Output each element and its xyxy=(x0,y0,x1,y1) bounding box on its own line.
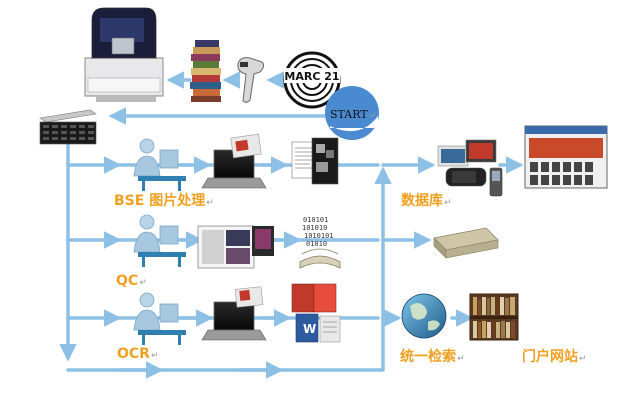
qc-label: QC↵ xyxy=(116,273,147,289)
svg-text:1010101: 1010101 xyxy=(304,232,334,240)
return-mark: ↵ xyxy=(368,111,377,121)
database-devices-icon xyxy=(437,139,503,197)
laptop-icon-ocr xyxy=(201,286,267,341)
book-stack-icon xyxy=(190,40,221,102)
svg-text:010101: 010101 xyxy=(303,216,328,224)
search-label: 统一检索↵ xyxy=(400,346,465,366)
return-mark: ↵ xyxy=(206,198,214,208)
ocr-label-text: OCR xyxy=(117,346,150,362)
operator-workstation-ocr xyxy=(133,292,186,345)
start-label[interactable]: START↵ xyxy=(330,108,376,121)
start-node[interactable] xyxy=(322,86,379,140)
globe-icon xyxy=(401,293,447,339)
storage-box-icon xyxy=(433,227,499,259)
document-pages-icon xyxy=(291,137,339,185)
bookshelf-icon xyxy=(469,293,519,341)
svg-text:01010: 01010 xyxy=(306,240,327,248)
return-mark: ↵ xyxy=(457,354,465,364)
file-formats-icon: W xyxy=(291,283,341,343)
laptop-icon-qc xyxy=(197,225,274,269)
bse-label-text: BSE 图片处理 xyxy=(114,193,206,209)
return-mark: ↵ xyxy=(150,351,159,361)
start-label-text: START xyxy=(330,108,368,121)
binary-book-icon: 010101 101010 1010101 01010 xyxy=(299,216,341,269)
svg-text:W: W xyxy=(303,322,316,336)
ocr-label: OCR↵ xyxy=(117,346,159,362)
barcode-scanner-icon xyxy=(237,57,265,103)
database-label-text: 数据库 xyxy=(401,193,443,209)
website-screen-icon xyxy=(524,125,608,189)
laptop-icon-bse xyxy=(201,133,267,189)
svg-text:101010: 101010 xyxy=(302,224,327,232)
search-label-text: 统一检索 xyxy=(400,349,456,365)
portal-label: 门户网站↵ xyxy=(522,346,587,366)
return-mark: ↵ xyxy=(579,354,587,364)
database-label: 数据库↵ xyxy=(401,190,452,210)
server-rack-icon xyxy=(39,109,97,145)
return-mark: ↵ xyxy=(444,198,452,208)
return-mark: ↵ xyxy=(139,278,147,288)
scanner-robot-icon xyxy=(84,7,164,102)
marc21-logo-text: MARC 21 xyxy=(284,70,339,83)
marc21-logo: MARC 21 xyxy=(283,51,341,109)
operator-workstation-bse xyxy=(133,138,186,191)
bse-label: BSE 图片处理↵ xyxy=(114,190,214,210)
operator-workstation-qc xyxy=(133,214,186,267)
qc-label-text: QC xyxy=(116,273,139,289)
portal-label-text: 门户网站 xyxy=(522,349,578,365)
